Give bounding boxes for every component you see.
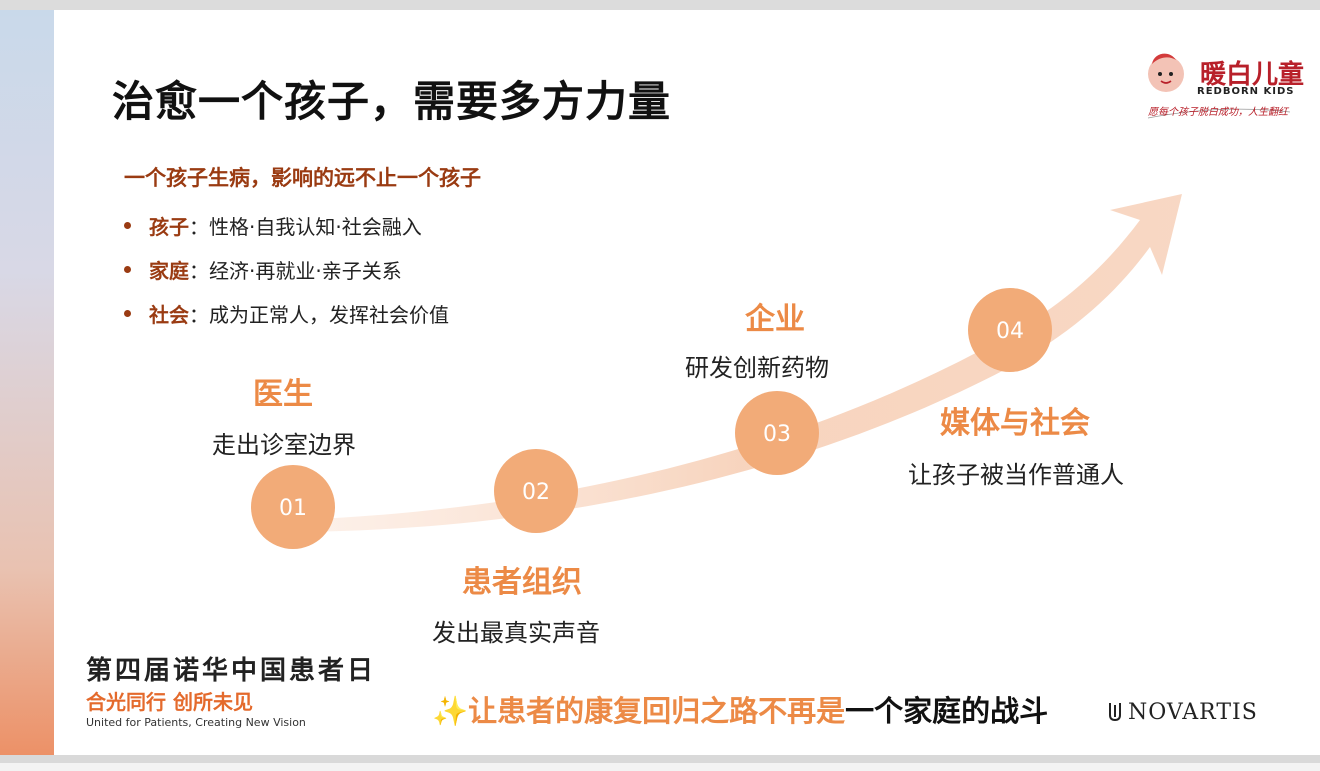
stage-desc-enterprise: 研发创新药物 bbox=[685, 354, 829, 382]
presentation-slide: 治愈一个孩子，需要多方力量 一个孩子生病，影响的远不止一个孩子 孩子 ：性格·自… bbox=[0, 10, 1320, 755]
stage-node-03-circle bbox=[735, 391, 819, 475]
stage-node-04-circle bbox=[968, 288, 1052, 372]
stage-desc-patient-org: 发出最真实声音 bbox=[432, 619, 600, 647]
impact-item-text: ：经济·再就业·亲子关系 bbox=[189, 258, 402, 283]
event-slogan: 合光同行 创所未见 bbox=[86, 690, 253, 714]
stage-node-03-label: 03 bbox=[763, 422, 791, 447]
impact-item-society: 社会 ：成为正常人，发挥社会价值 bbox=[124, 291, 449, 335]
stage-node-01-circle bbox=[251, 465, 335, 549]
stage-title-doctor: 医生 bbox=[253, 377, 313, 412]
novartis-logo: NOVARTIS bbox=[1108, 700, 1258, 725]
stage-node-02-circle bbox=[494, 449, 578, 533]
stage-desc-media-society: 让孩子被当作普通人 bbox=[908, 461, 1124, 489]
impact-subtitle: 一个孩子生病，影响的远不止一个孩子 bbox=[124, 166, 481, 190]
impact-item-key: 家庭 bbox=[149, 258, 189, 283]
tagline-part-black: 一个家庭的战斗 bbox=[845, 694, 1049, 728]
impact-item-key: 社会 bbox=[149, 302, 189, 327]
slide-left-gradient-bar bbox=[0, 10, 54, 755]
stage-title-patient-org: 患者组织 bbox=[462, 565, 582, 600]
bullet-dot-icon bbox=[124, 309, 131, 317]
impact-item-child: 孩子 ：性格·自我认知·社会融入 bbox=[124, 203, 449, 247]
impact-item-text: ：成为正常人，发挥社会价值 bbox=[189, 302, 449, 327]
tagline-part-orange: 让患者的康复回归之路不再是 bbox=[468, 694, 846, 728]
novartis-wordmark: NOVARTIS bbox=[1128, 700, 1258, 725]
bullet-dot-icon bbox=[124, 265, 131, 273]
window-top-edge bbox=[0, 0, 1320, 10]
stage-title-enterprise: 企业 bbox=[745, 302, 805, 337]
slide-title: 治愈一个孩子，需要多方力量 bbox=[112, 77, 672, 126]
stage-node-01-label: 01 bbox=[279, 496, 307, 521]
bullet-dot-icon bbox=[124, 221, 131, 229]
impact-item-key: 孩子 bbox=[149, 214, 189, 239]
closing-tagline: ✨让患者的康复回归之路不再是一个家庭的战斗 bbox=[432, 688, 1048, 730]
window-bottom-edge bbox=[0, 755, 1320, 771]
novartis-flame-icon bbox=[1108, 701, 1122, 722]
stage-node-02-label: 02 bbox=[522, 480, 550, 505]
impact-item-family: 家庭 ：经济·再就业·亲子关系 bbox=[124, 247, 449, 291]
sparkle-icon: ✨ bbox=[432, 694, 469, 728]
redborn-kids-logo-en: REDBORN KIDS bbox=[1197, 86, 1295, 97]
stage-title-media-society: 媒体与社会 bbox=[940, 406, 1090, 441]
stage-desc-doctor: 走出诊室边界 bbox=[212, 431, 356, 459]
redborn-kids-logo-cn: 暖白儿童 bbox=[1200, 60, 1305, 90]
impact-item-text: ：性格·自我认知·社会融入 bbox=[189, 214, 422, 239]
growth-curve-diagram: 01 02 03 04 bbox=[251, 194, 1182, 549]
redborn-kids-mascot-icon bbox=[1147, 53, 1291, 119]
stage-node-04-label: 04 bbox=[996, 319, 1024, 344]
impact-list: 孩子 ：性格·自我认知·社会融入 家庭 ：经济·再就业·亲子关系 社会 ：成为正… bbox=[124, 203, 449, 335]
redborn-kids-slogan: 愿每个孩子脱白成功，人生翻红 bbox=[1148, 107, 1288, 118]
event-title: 第四届诺华中国患者日 bbox=[86, 656, 377, 686]
event-slogan-english: United for Patients, Creating New Vision bbox=[86, 716, 306, 729]
